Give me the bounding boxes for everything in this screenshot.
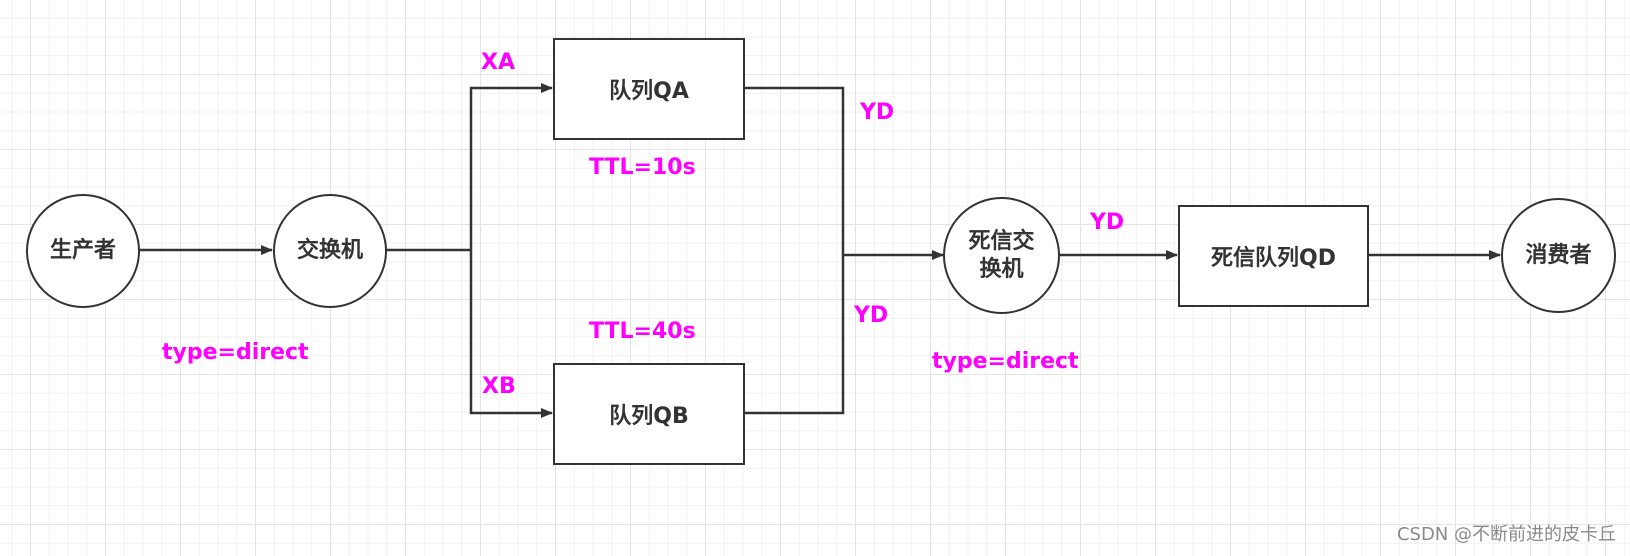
- consumer-node[interactable]: 消费者: [1501, 198, 1616, 313]
- watermark: CSDN @不断前进的皮卡丘: [1396, 524, 1616, 545]
- edge-qa-merge: [744, 86, 845, 255]
- routing-key-yd-top: YD: [860, 100, 895, 125]
- dead-letter-exchange-node[interactable]: 死信交换机: [943, 197, 1060, 314]
- queue-qa-label: 队列QA: [609, 79, 689, 104]
- exchange-type-label: type=direct: [162, 340, 309, 365]
- exchange-label: 交换机: [296, 238, 363, 263]
- ttl-qb-label: TTL=40s: [589, 319, 696, 344]
- producer-label: 生产者: [49, 238, 116, 263]
- dead-letter-exchange-type-label: type=direct: [932, 349, 1079, 374]
- ttl-qa-label: TTL=10s: [589, 155, 696, 180]
- routing-key-xb: XB: [482, 374, 516, 399]
- routing-key-yd-bottom: YD: [854, 303, 889, 328]
- edge-exchange-qa: [469, 83, 553, 250]
- producer-node[interactable]: 生产者: [26, 194, 140, 308]
- routing-key-yd-to-qd: YD: [1090, 210, 1125, 235]
- queue-qb-label: 队列QB: [609, 404, 689, 429]
- consumer-label: 消费者: [1525, 242, 1592, 268]
- dead-letter-queue-node[interactable]: 死信队列QD: [1178, 205, 1369, 307]
- dead-letter-exchange-label: 死信交换机: [968, 228, 1035, 282]
- queue-qa-node[interactable]: 队列QA: [553, 38, 745, 140]
- queue-qb-node[interactable]: 队列QB: [553, 363, 745, 465]
- dead-letter-queue-label: 死信队列QD: [1211, 246, 1336, 271]
- edge-qb-merge: [744, 255, 845, 415]
- routing-key-xa: XA: [481, 50, 515, 75]
- exchange-node[interactable]: 交换机: [273, 194, 387, 308]
- edge-exchange-qb: [469, 250, 553, 418]
